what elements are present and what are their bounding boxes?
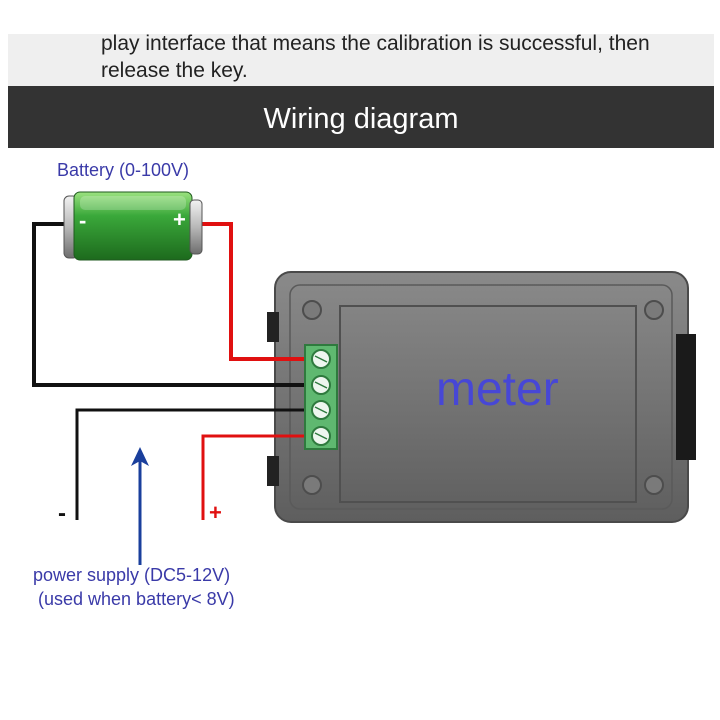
battery-negative-wire — [32, 222, 309, 387]
wires — [32, 222, 309, 520]
instruction-line-1: play interface that means the calibratio… — [101, 32, 650, 55]
supply-negative-wire — [75, 408, 309, 520]
battery-icon — [63, 191, 203, 261]
meter — [267, 271, 696, 523]
battery-cap-positive — [189, 199, 203, 255]
battery-label: Battery (0-100V) — [57, 160, 190, 180]
meter-label: meter — [436, 363, 559, 416]
supply-plus-sign: + — [209, 500, 222, 525]
supply-label-line-1: power supply (DC5-12V) — [33, 565, 231, 585]
meter-connector-right — [676, 334, 696, 460]
supply-minus-sign: - — [58, 500, 66, 527]
meter-screw-icon — [644, 475, 664, 495]
supply-label-line-2: (used when battery< 8V) — [38, 589, 235, 609]
battery-minus-sign: - — [79, 208, 87, 233]
instruction-line-2: release the key. — [101, 59, 248, 82]
meter-screw-icon — [644, 300, 664, 320]
instruction-text: play interface that means the calibratio… — [101, 30, 701, 84]
meter-screw-icon — [302, 475, 322, 495]
terminal-block — [304, 344, 338, 450]
meter-clip-left-top — [267, 312, 279, 342]
supply-positive-wire — [201, 434, 309, 520]
meter-screw-icon — [302, 300, 322, 320]
section-title: Wiring diagram — [263, 103, 459, 135]
meter-display-frame — [339, 305, 637, 503]
battery-positive-wire — [200, 222, 309, 361]
battery-plus-sign: + — [173, 207, 186, 232]
meter-clip-left-bottom — [267, 456, 279, 486]
meter-inner-border — [289, 284, 673, 510]
instruction-panel — [8, 34, 714, 86]
section-header: Wiring diagram — [8, 86, 714, 148]
up-arrow-icon — [131, 447, 149, 565]
